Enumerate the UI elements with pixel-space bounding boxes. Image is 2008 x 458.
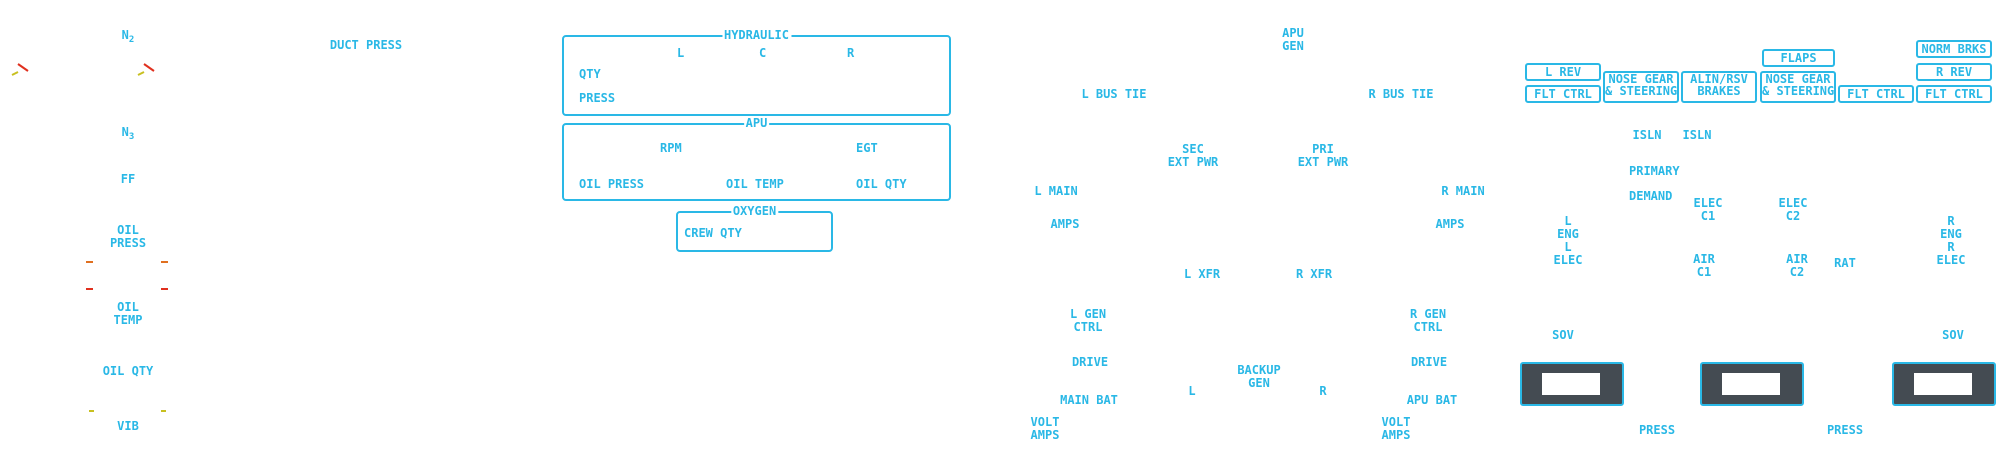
rat-label: RAT xyxy=(1834,256,1856,270)
backup-l-label: L xyxy=(1188,384,1196,398)
elec-c1-label: ELEC C1 xyxy=(1693,196,1723,223)
vib-left-tick xyxy=(89,410,94,412)
apu-gen-label: APU GEN xyxy=(1282,26,1304,53)
oil-press-right-tick xyxy=(161,261,168,263)
nose-gear-steering-button-1[interactable]: NOSE GEAR & STEERING xyxy=(1603,71,1679,103)
flt-ctrl-button-right[interactable]: FLT CTRL xyxy=(1916,85,1992,103)
l-bus-tie-label: L BUS TIE xyxy=(1081,87,1147,101)
n2-right-needle-tail xyxy=(137,71,145,76)
sov-right-label: SOV xyxy=(1942,328,1964,342)
norm-brks-button[interactable]: NORM BRKS xyxy=(1916,40,1992,58)
apu-oil-press: OIL PRESS xyxy=(579,177,645,191)
n2-right-needle xyxy=(143,63,155,72)
oil-press-label: OIL PRESS xyxy=(109,223,147,250)
oil-qty-label: OIL QTY xyxy=(102,364,154,378)
oil-temp-right-tick xyxy=(161,288,168,290)
valve-switch-window xyxy=(1542,373,1600,395)
flaps-button[interactable]: FLAPS xyxy=(1762,49,1835,67)
apu-title: APU xyxy=(743,116,770,130)
vib-right-tick xyxy=(161,410,166,412)
r-amps-label: AMPS xyxy=(1435,217,1465,231)
primary-demand-label: PRIMARY DEMAND xyxy=(1629,164,1680,203)
duct-press-label: DUCT PRESS xyxy=(329,38,403,52)
nose-gear-steering-button-2[interactable]: NOSE GEAR & STEERING xyxy=(1760,71,1836,103)
ff-label: FF xyxy=(120,172,136,186)
sov-left-label: SOV xyxy=(1552,328,1574,342)
l-xfr-label: L XFR xyxy=(1183,267,1221,281)
sec-ext-pwr-label: SEC EXT PWR xyxy=(1167,142,1219,169)
n2-left-needle-tail xyxy=(11,71,19,76)
backup-r-label: R xyxy=(1319,384,1327,398)
n2-label: N2 xyxy=(121,28,135,45)
hydraulic-col-r: R xyxy=(847,46,855,60)
r-gen-ctrl-label: R GEN CTRL xyxy=(1409,307,1447,334)
l-eng-elec-label: L ENG L ELEC xyxy=(1553,214,1583,267)
isln-label-2: ISLN xyxy=(1682,128,1712,142)
oxygen-panel: OXYGEN CREW QTY xyxy=(676,204,833,252)
oil-press-left-tick xyxy=(86,261,93,263)
backup-gen-label: BACKUP GEN xyxy=(1237,363,1281,390)
hydraulic-row-press: PRESS xyxy=(579,91,616,105)
main-bat-label: MAIN BAT xyxy=(1060,393,1118,407)
r-volt-amps-label: VOLT AMPS xyxy=(1381,415,1411,442)
l-main-label: L MAIN xyxy=(1034,184,1078,198)
hydraulic-col-c: C xyxy=(759,46,767,60)
r-xfr-label: R XFR xyxy=(1295,267,1333,281)
vib-label: VIB xyxy=(117,419,139,433)
valve-switch-left[interactable] xyxy=(1520,362,1624,406)
hydraulic-row-qty: QTY xyxy=(579,67,601,81)
air-c2-label: AIR C2 xyxy=(1786,252,1808,279)
n2-gauge-needles xyxy=(11,63,155,76)
oil-temp-left-tick xyxy=(86,288,93,290)
apu-panel: APU RPM EGT OIL PRESS OIL TEMP OIL QTY xyxy=(562,116,951,201)
press-label-1: PRESS xyxy=(1638,423,1676,437)
apu-oil-temp: OIL TEMP xyxy=(726,177,784,191)
flt-ctrl-button-left[interactable]: FLT CTRL xyxy=(1525,85,1601,103)
hydraulic-panel: HYDRAULIC L C R QTY PRESS xyxy=(562,28,951,116)
l-amps-label: AMPS xyxy=(1050,217,1080,231)
apu-oil-qty: OIL QTY xyxy=(856,177,907,191)
valve-switch-window xyxy=(1722,373,1780,395)
oil-temp-label: OIL TEMP xyxy=(113,300,143,327)
apu-rpm: RPM xyxy=(660,141,682,155)
air-c1-label: AIR C1 xyxy=(1693,252,1715,279)
apu-egt: EGT xyxy=(856,141,878,155)
l-volt-amps-label: VOLT AMPS xyxy=(1030,415,1060,442)
valve-switch-center[interactable] xyxy=(1700,362,1804,406)
oxygen-crew-qty: CREW QTY xyxy=(684,226,742,240)
l-gen-ctrl-label: L GEN CTRL xyxy=(1069,307,1107,334)
valve-switch-window xyxy=(1914,373,1972,395)
press-label-2: PRESS xyxy=(1826,423,1864,437)
r-bus-tie-label: R BUS TIE xyxy=(1368,87,1434,101)
r-main-label: R MAIN xyxy=(1441,184,1485,198)
n3-label: N3 xyxy=(121,125,135,142)
hydraulic-title: HYDRAULIC xyxy=(721,28,792,42)
oxygen-title: OXYGEN xyxy=(730,204,779,218)
l-drive-label: DRIVE xyxy=(1071,355,1109,369)
flt-ctrl-button-center[interactable]: FLT CTRL xyxy=(1838,85,1914,103)
r-drive-label: DRIVE xyxy=(1410,355,1448,369)
hydraulic-col-l: L xyxy=(677,46,685,60)
valve-switch-right[interactable] xyxy=(1892,362,1996,406)
n2-left-needle xyxy=(17,63,29,72)
apu-bat-label: APU BAT xyxy=(1406,393,1458,407)
r-rev-button[interactable]: R REV xyxy=(1916,63,1992,81)
r-eng-elec-label: R ENG R ELEC xyxy=(1936,214,1966,267)
elec-c2-label: ELEC C2 xyxy=(1778,196,1808,223)
isln-label-1: ISLN xyxy=(1632,128,1662,142)
pri-ext-pwr-label: PRI EXT PWR xyxy=(1297,142,1349,169)
l-rev-button[interactable]: L REV xyxy=(1525,63,1601,81)
alin-rsv-brakes-button[interactable]: ALIN/RSV BRAKES xyxy=(1681,71,1757,103)
